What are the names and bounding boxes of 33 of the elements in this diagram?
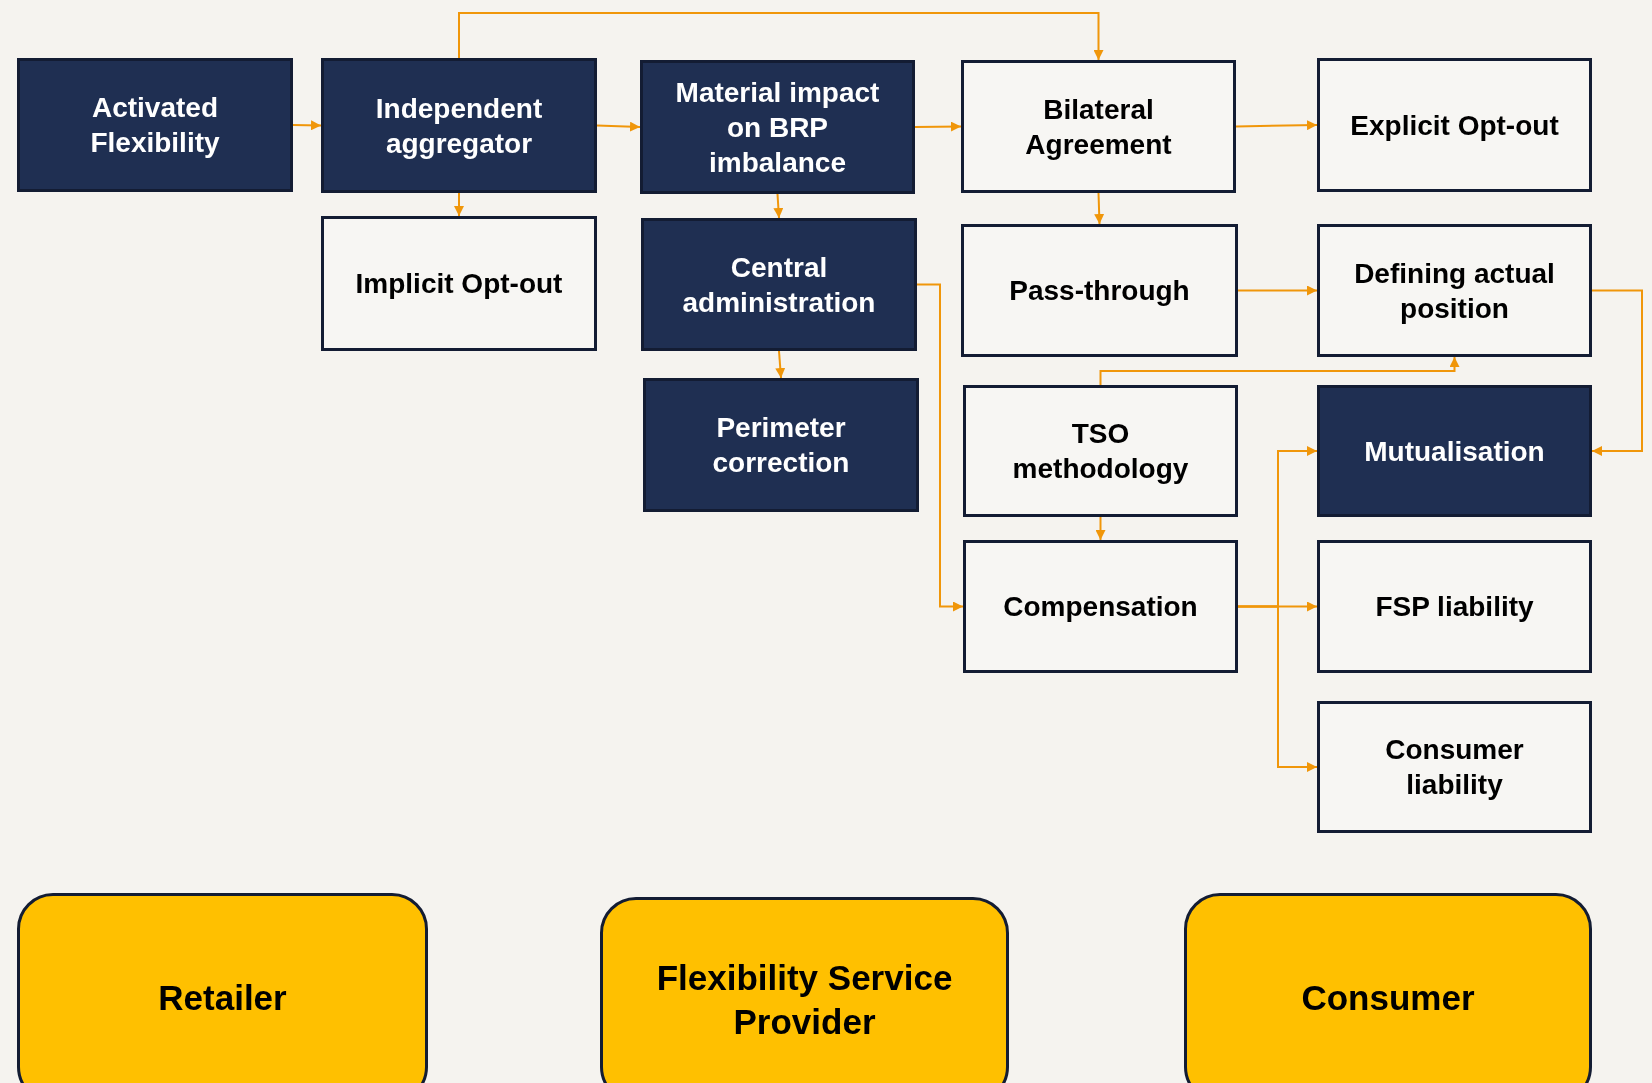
arrow bbox=[1094, 192, 1105, 225]
arrow bbox=[596, 121, 641, 132]
arrow bbox=[1099, 356, 1460, 386]
process-box: Compensation bbox=[963, 540, 1238, 673]
process-box: Central administration bbox=[641, 218, 917, 351]
process-box: FSP liability bbox=[1317, 540, 1592, 673]
arrow bbox=[458, 12, 1104, 61]
actor-box: Consumer bbox=[1184, 893, 1592, 1083]
process-box: Activated Flexibility bbox=[17, 58, 293, 192]
arrow bbox=[1237, 605, 1318, 772]
process-box: Defining actual position bbox=[1317, 224, 1592, 357]
process-box: Pass-through bbox=[961, 224, 1238, 357]
arrow bbox=[916, 283, 964, 612]
process-box: Implicit Opt-out bbox=[321, 216, 597, 351]
process-box: Material impact on BRP imbalance bbox=[640, 60, 915, 194]
arrow bbox=[1095, 516, 1106, 541]
arrow bbox=[914, 121, 962, 132]
process-box: Independent aggregator bbox=[321, 58, 597, 193]
arrow bbox=[1591, 289, 1643, 456]
actor-box: Flexibility Service Provider bbox=[600, 897, 1009, 1083]
arrow bbox=[292, 120, 322, 131]
process-box: Bilateral Agreement bbox=[961, 60, 1236, 193]
arrow bbox=[454, 192, 464, 217]
process-box: Perimeter correction bbox=[643, 378, 919, 512]
process-box: Explicit Opt-out bbox=[1317, 58, 1592, 192]
arrow bbox=[1235, 120, 1318, 131]
arrow bbox=[775, 350, 786, 379]
process-box: Consumer liability bbox=[1317, 701, 1592, 833]
process-box: TSO methodology bbox=[963, 385, 1238, 517]
process-box: Mutualisation bbox=[1317, 385, 1592, 517]
actor-box: Retailer bbox=[17, 893, 428, 1083]
arrow bbox=[773, 193, 784, 219]
arrow bbox=[1237, 285, 1318, 296]
